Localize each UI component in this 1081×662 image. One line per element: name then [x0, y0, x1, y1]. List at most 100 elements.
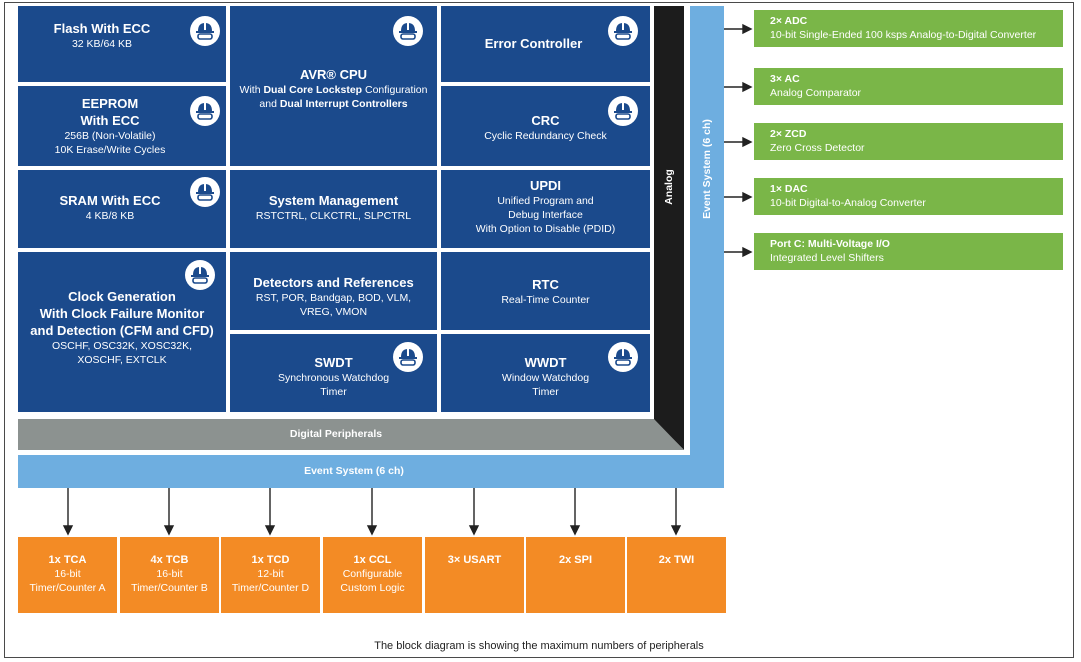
clock-title-2: With Clock Failure Monitor — [39, 306, 205, 321]
safety-helmet-icon — [608, 342, 638, 372]
digital-peripheral-sub-2: Timer/Counter B — [131, 582, 208, 594]
digital-peripheral-title: 2x SPI — [558, 554, 593, 566]
analog-peripheral-box: Port C: Multi-Voltage I/O Integrated Lev… — [754, 233, 1063, 270]
digital-peripheral-title: 1x TCA — [48, 554, 87, 566]
event-system-horizontal-label: Event System (6 ch) — [304, 465, 404, 477]
detectors-sub-2: VREG, VMON — [299, 306, 368, 318]
system-management-subtitle: RSTCTRL, CLKCTRL, SLPCTRL — [255, 210, 412, 222]
analog-peripheral-box: 1× DAC 10-bit Digital-to-Analog Converte… — [754, 178, 1063, 215]
digital-peripheral-box: 1x TCD 12-bit Timer/Counter D — [221, 537, 320, 613]
error-controller-title: Error Controller — [484, 36, 583, 51]
safety-helmet-icon — [190, 16, 220, 46]
swdt-sub-2: Timer — [320, 386, 347, 398]
safety-helmet-icon — [190, 96, 220, 126]
clock-sub-1: OSCHF, OSC32K, XOSC32K, — [51, 340, 193, 352]
digital-peripheral-box: 4x TCB 16-bit Timer/Counter B — [120, 537, 219, 613]
eeprom-title-1: EEPROM — [81, 96, 139, 111]
crc-title: CRC — [531, 113, 560, 128]
digital-peripheral-box: 1x TCA 16-bit Timer/Counter A — [18, 537, 117, 613]
footer-note: The block diagram is showing the maximum… — [374, 640, 704, 652]
digital-peripheral-sub-2: Custom Logic — [340, 582, 405, 594]
error-controller-block: Error Controller — [441, 6, 650, 82]
analog-peripheral-desc: 10-bit Single-Ended 100 ksps Analog-to-D… — [770, 29, 1037, 41]
flash-ecc-block: Flash With ECC 32 KB/64 KB — [18, 6, 226, 82]
eeprom-sub-1: 256B (Non-Volatile) — [64, 130, 156, 142]
flash-title: Flash With ECC — [53, 21, 151, 36]
digital-peripheral-sub-1: 12-bit — [257, 568, 284, 580]
cpu-line2: and Dual Interrupt Controllers — [230, 97, 437, 111]
updi-block: UPDI Unified Program and Debug Interface… — [441, 170, 650, 248]
updi-sub-3: With Option to Disable (PDID) — [475, 223, 616, 235]
wwdt-block: WWDT Window Watchdog Timer — [441, 334, 650, 412]
analog-peripheral-desc: Analog Comparator — [770, 87, 862, 99]
analog-peripheral-title: 1× DAC — [770, 183, 808, 195]
analog-label: Analog — [663, 169, 675, 205]
wwdt-sub-1: Window Watchdog — [501, 372, 590, 384]
digital-peripheral-title: 2x TWI — [658, 554, 695, 566]
digital-peripheral-box: 2x SPI — [526, 537, 625, 613]
digital-peripheral-title: 4x TCB — [150, 554, 189, 566]
analog-peripheral-title: 2× ADC — [770, 15, 808, 27]
event-system-vertical-bar — [690, 6, 724, 488]
flash-subtitle: 32 KB/64 KB — [71, 38, 133, 50]
cpu-line2-pre: and — [259, 98, 280, 110]
cpu-line2-bold: Dual Interrupt Controllers — [279, 98, 408, 110]
digital-peripheral-sub-2: Timer/Counter D — [231, 582, 310, 594]
event-system-horizontal-bar — [18, 455, 724, 488]
clock-generation-block: Clock Generation With Clock Failure Moni… — [18, 252, 226, 412]
detectors-title: Detectors and References — [253, 275, 414, 290]
safety-helmet-icon — [608, 16, 638, 46]
analog-peripheral-title: Port C: Multi-Voltage I/O — [770, 238, 890, 250]
clock-title-1: Clock Generation — [68, 289, 176, 304]
rtc-title: RTC — [532, 277, 559, 292]
digital-peripheral-sub-2: Timer/Counter A — [29, 582, 106, 594]
analog-peripheral-box: 2× ADC 10-bit Single-Ended 100 ksps Anal… — [754, 10, 1063, 47]
analog-peripheral-box: 3× AC Analog Comparator — [754, 68, 1063, 105]
analog-peripheral-desc: Integrated Level Shifters — [770, 252, 884, 264]
cpu-line1-bold: Dual Core Lockstep — [263, 84, 363, 96]
detectors-references-block: Detectors and References RST, POR, Bandg… — [230, 252, 437, 330]
sram-block: SRAM With ECC 4 KB/8 KB — [18, 170, 226, 248]
cpu-line1: With Dual Core Lockstep Configuration — [230, 83, 437, 97]
digital-peripheral-title: 3× USART — [447, 554, 502, 566]
safety-helmet-icon — [608, 96, 638, 126]
eeprom-sub-2: 10K Erase/Write Cycles — [54, 144, 166, 156]
sram-title: SRAM With ECC — [59, 193, 161, 208]
crc-subtitle: Cyclic Redundancy Check — [484, 130, 607, 142]
analog-peripheral-desc: Zero Cross Detector — [770, 142, 865, 154]
crc-block: CRC Cyclic Redundancy Check — [441, 86, 650, 166]
updi-sub-2: Debug Interface — [508, 209, 583, 221]
cpu-block: AVR® CPU With Dual Core Lockstep Configu… — [230, 6, 437, 166]
digital-peripheral-box: 1x CCL Configurable Custom Logic — [323, 537, 422, 613]
sram-subtitle: 4 KB/8 KB — [85, 210, 135, 222]
eeprom-block: EEPROM With ECC 256B (Non-Volatile) 10K … — [18, 86, 226, 166]
digital-peripheral-title: 1x CCL — [353, 554, 392, 566]
wwdt-title: WWDT — [524, 355, 567, 370]
safety-helmet-icon — [393, 342, 423, 372]
swdt-title: SWDT — [314, 355, 353, 370]
digital-peripheral-title: 1x TCD — [251, 554, 290, 566]
digital-peripheral-box: 3× USART — [425, 537, 524, 613]
safety-helmet-icon — [393, 16, 423, 46]
digital-peripheral-sub-1: 16-bit — [54, 568, 81, 580]
digital-peripherals-bar — [18, 419, 684, 450]
clock-title-3: and Detection (CFM and CFD) — [30, 323, 214, 338]
digital-peripheral-sub-1: Configurable — [342, 568, 403, 580]
cpu-line1-pre: With — [239, 84, 264, 96]
digital-peripherals-label: Digital Peripherals — [289, 428, 383, 440]
system-management-block: System Management RSTCTRL, CLKCTRL, SLPC… — [230, 170, 437, 248]
system-management-title: System Management — [268, 193, 399, 208]
analog-peripheral-title: 3× AC — [770, 73, 800, 85]
analog-bar — [654, 6, 684, 450]
safety-helmet-icon — [190, 177, 220, 207]
analog-peripheral-desc: 10-bit Digital-to-Analog Converter — [770, 197, 926, 209]
swdt-block: SWDT Synchronous Watchdog Timer — [230, 334, 437, 412]
rtc-block: RTC Real-Time Counter — [441, 252, 650, 330]
rtc-subtitle: Real-Time Counter — [501, 294, 590, 306]
eeprom-title-2: With ECC — [80, 113, 140, 128]
updi-title: UPDI — [529, 178, 562, 193]
updi-sub-1: Unified Program and — [497, 195, 594, 207]
digital-peripheral-box: 2x TWI — [627, 537, 726, 613]
detectors-sub-1: RST, POR, Bandgap, BOD, VLM, — [255, 292, 412, 304]
